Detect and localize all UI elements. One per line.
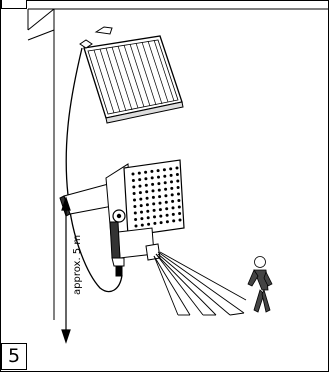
- led-dot: [163, 174, 167, 178]
- led-dot: [176, 179, 180, 183]
- led-dot: [146, 209, 150, 213]
- led-dot: [147, 222, 151, 226]
- led-dot: [159, 214, 163, 218]
- led-dot: [170, 180, 173, 184]
- led-dot: [164, 194, 168, 198]
- led-dot: [144, 170, 148, 174]
- led-dot: [177, 205, 181, 209]
- led-dot: [152, 208, 156, 212]
- led-dot: [145, 190, 149, 194]
- led-dot: [170, 193, 174, 197]
- led-dot: [171, 212, 175, 216]
- led-dot: [151, 195, 155, 199]
- led-dot: [165, 220, 169, 224]
- led-dot: [151, 182, 155, 186]
- led-array: [131, 166, 182, 228]
- distance-arrow: [61, 196, 71, 344]
- led-dot: [164, 187, 168, 191]
- led-dot: [169, 167, 173, 171]
- led-dot: [156, 169, 160, 173]
- led-dot: [175, 166, 179, 170]
- led-dot: [138, 178, 142, 182]
- person-icon: [247, 256, 273, 313]
- led-dot: [146, 216, 150, 220]
- led-dot: [159, 221, 163, 225]
- led-dot: [150, 176, 154, 180]
- led-dot: [175, 173, 179, 176]
- led-dot: [133, 211, 137, 215]
- solar-panel: [79, 26, 184, 124]
- led-dot: [134, 218, 138, 221]
- led-dot: [171, 199, 175, 203]
- led-dot: [152, 202, 156, 206]
- led-dot: [178, 218, 182, 222]
- led-dot: [165, 213, 169, 217]
- led-dot: [132, 192, 136, 195]
- led-dot: [140, 210, 143, 214]
- led-dot: [157, 188, 161, 192]
- led-dot: [134, 224, 138, 228]
- led-dot: [138, 191, 142, 195]
- led-dot: [133, 198, 136, 202]
- led-dot: [139, 197, 143, 201]
- led-dot: [169, 173, 173, 177]
- led-dot: [164, 200, 168, 204]
- led-dot: [145, 196, 149, 200]
- cable: [65, 47, 123, 293]
- led-dot: [172, 219, 176, 223]
- detection-rays: [153, 251, 247, 316]
- led-dot: [157, 175, 160, 179]
- led-dot: [131, 179, 135, 182]
- led-dot: [150, 169, 154, 173]
- led-dot: [178, 212, 182, 215]
- led-dot: [137, 171, 141, 175]
- led-dot: [158, 195, 162, 199]
- led-dot: [176, 186, 180, 189]
- led-dot: [153, 221, 157, 225]
- led-dot: [139, 204, 143, 208]
- led-dot: [138, 184, 142, 188]
- top-step-tab: [1, 0, 27, 9]
- led-dot: [140, 223, 144, 227]
- led-dot: [153, 215, 156, 219]
- led-dot: [158, 201, 162, 205]
- led-dot: [163, 181, 167, 185]
- led-dot: [165, 207, 169, 211]
- led-dot: [140, 217, 144, 221]
- step-number-box: 5: [1, 343, 27, 370]
- led-dot: [170, 186, 174, 190]
- led-dot: [145, 203, 149, 207]
- led-dot: [144, 183, 148, 187]
- led-dot: [171, 206, 175, 210]
- led-dot: [151, 189, 155, 193]
- led-dot: [177, 192, 180, 196]
- wall-corner: [27, 8, 328, 320]
- led-dot: [133, 205, 137, 208]
- led-dot: [177, 199, 181, 202]
- led-dot: [162, 168, 166, 172]
- led-dot: [131, 172, 135, 176]
- led-dot: [144, 177, 148, 181]
- distance-label: approx. 5 m: [72, 235, 83, 295]
- led-dot: [158, 208, 162, 212]
- led-dot: [132, 185, 136, 189]
- led-dot: [157, 182, 161, 186]
